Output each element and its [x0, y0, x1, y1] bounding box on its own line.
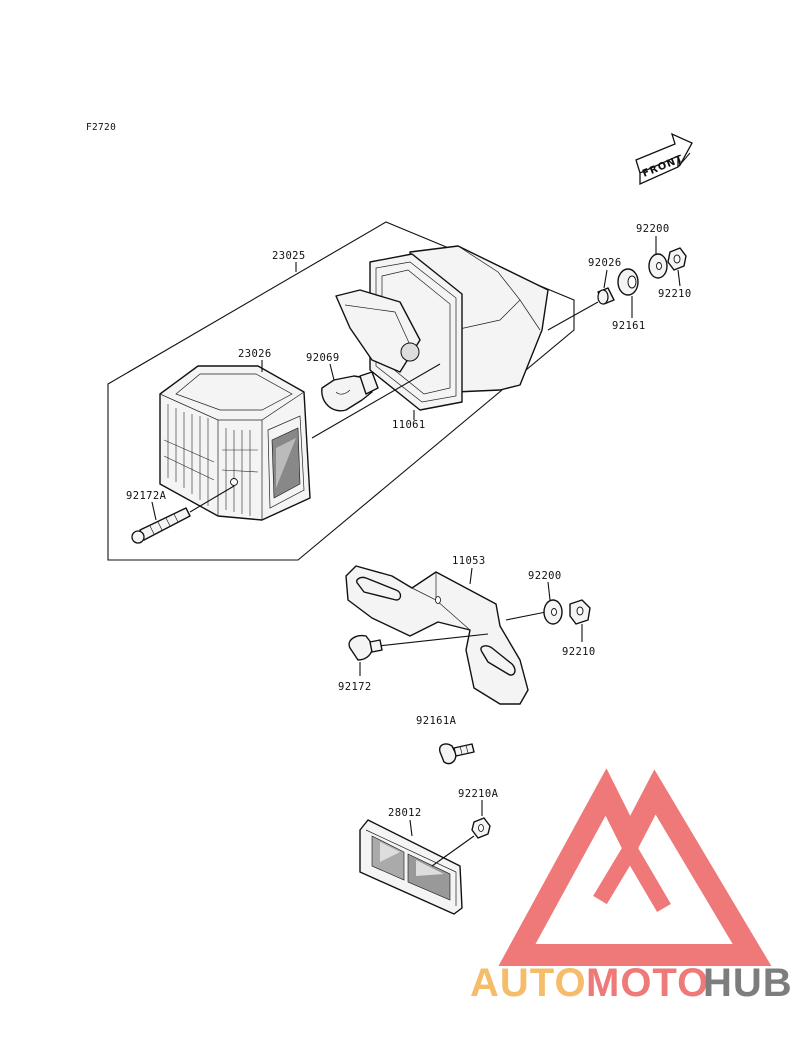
- bolt-92161A: [438, 743, 475, 765]
- diagram-ref-code: F2720: [86, 122, 116, 133]
- washer-92200-top: [648, 253, 668, 279]
- part-label-92210-top: 92210: [658, 288, 692, 300]
- nut-92210A: [471, 817, 491, 839]
- logo-text-hub: HUB: [703, 961, 793, 1005]
- part-label-92200-top: 92200: [636, 223, 670, 235]
- automotohub-logo: AUTO MOTO HUB: [470, 768, 793, 1005]
- part-label-92069: 92069: [306, 352, 340, 364]
- logo-text-moto: MOTO: [586, 961, 709, 1005]
- part-label-23026: 23026: [238, 348, 272, 360]
- grommet-92161: [617, 268, 639, 296]
- front-arrow-icon: FRONT: [635, 132, 693, 186]
- part-label-11061: 11061: [392, 419, 426, 431]
- part-label-92161A: 92161A: [416, 715, 457, 727]
- lens-23026: [159, 365, 311, 521]
- part-label-92026: 92026: [588, 257, 622, 269]
- part-label-92172A: 92172A: [126, 490, 167, 502]
- part-label-23025: 23025: [272, 250, 306, 262]
- part-label-92210A: 92210A: [458, 788, 499, 800]
- spacer-92026: [597, 287, 615, 305]
- part-label-92210-mid: 92210: [562, 646, 596, 658]
- screw-92172A: [131, 507, 191, 544]
- bracket-11053: [345, 565, 529, 705]
- part-label-92161: 92161: [612, 320, 646, 332]
- part-label-28012: 28012: [388, 807, 422, 819]
- part-label-92200-mid: 92200: [528, 570, 562, 582]
- taillight-base-11061: [335, 245, 549, 411]
- nut-92210-top: [667, 247, 687, 271]
- part-label-11053: 11053: [452, 555, 486, 567]
- reflector-28012: [359, 819, 463, 915]
- part-label-92172: 92172: [338, 681, 372, 693]
- bolt-92172: [348, 634, 383, 661]
- washer-92200-mid: [543, 599, 563, 625]
- assembly-outline-23025: [107, 221, 575, 561]
- bulb-92069: [321, 371, 379, 412]
- nut-92210-mid: [569, 599, 591, 625]
- logo-text-auto: AUTO: [470, 961, 587, 1005]
